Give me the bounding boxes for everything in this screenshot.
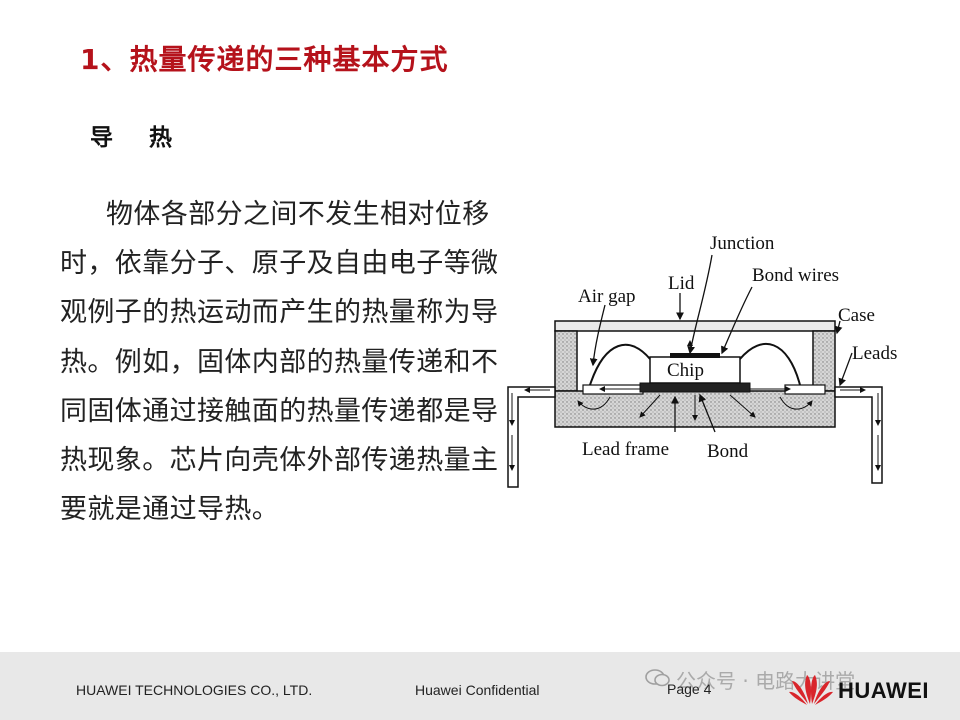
- label-lead-frame: Lead frame: [582, 439, 669, 460]
- lead-frame-right: [784, 384, 826, 395]
- junction-marker: [670, 353, 720, 358]
- left-lead: [507, 386, 556, 488]
- footer-confidential: Huawei Confidential: [415, 682, 540, 698]
- wechat-icon: [645, 669, 670, 687]
- leader-lines: [589, 254, 853, 433]
- label-case: Case: [838, 305, 875, 326]
- brand-wordmark: HUAWEI: [838, 678, 929, 703]
- footer-company: HUAWEI TECHNOLOGIES CO., LTD.: [76, 682, 313, 698]
- bond-layer: [639, 382, 751, 393]
- footer-bar: HUAWEI TECHNOLOGIES CO., LTD. Huawei Con…: [0, 652, 960, 720]
- label-bond: Bond: [707, 441, 749, 462]
- label-chip: Chip: [667, 360, 704, 381]
- label-junction: Junction: [710, 233, 775, 254]
- label-lid: Lid: [668, 273, 695, 294]
- label-leads: Leads: [852, 343, 897, 364]
- slide-title: 1、热量传递的三种基本方式: [80, 43, 449, 76]
- body-paragraph: 物体各部分之间不发生相对位移时，依靠分子、原子及自由电子等微观例子的热运动而产生…: [60, 199, 499, 526]
- label-bond-wires: Bond wires: [752, 265, 839, 286]
- huawei-logo-icon: [789, 675, 833, 705]
- bond-wire-left: [589, 343, 651, 386]
- chip-shape: [649, 356, 741, 384]
- case-left-wall: [554, 330, 578, 392]
- heat-flow-arrows: [509, 340, 881, 471]
- section-heading: 导热: [90, 125, 208, 151]
- page-number: Page 4: [667, 681, 712, 697]
- case-right-wall: [812, 330, 836, 392]
- chip-package-diagram: Junction Lid Bond wires Air gap Case Lea…: [507, 233, 897, 488]
- label-air-gap: Air gap: [578, 286, 636, 307]
- bond-wire-right: [739, 342, 801, 386]
- right-lead: [834, 386, 883, 484]
